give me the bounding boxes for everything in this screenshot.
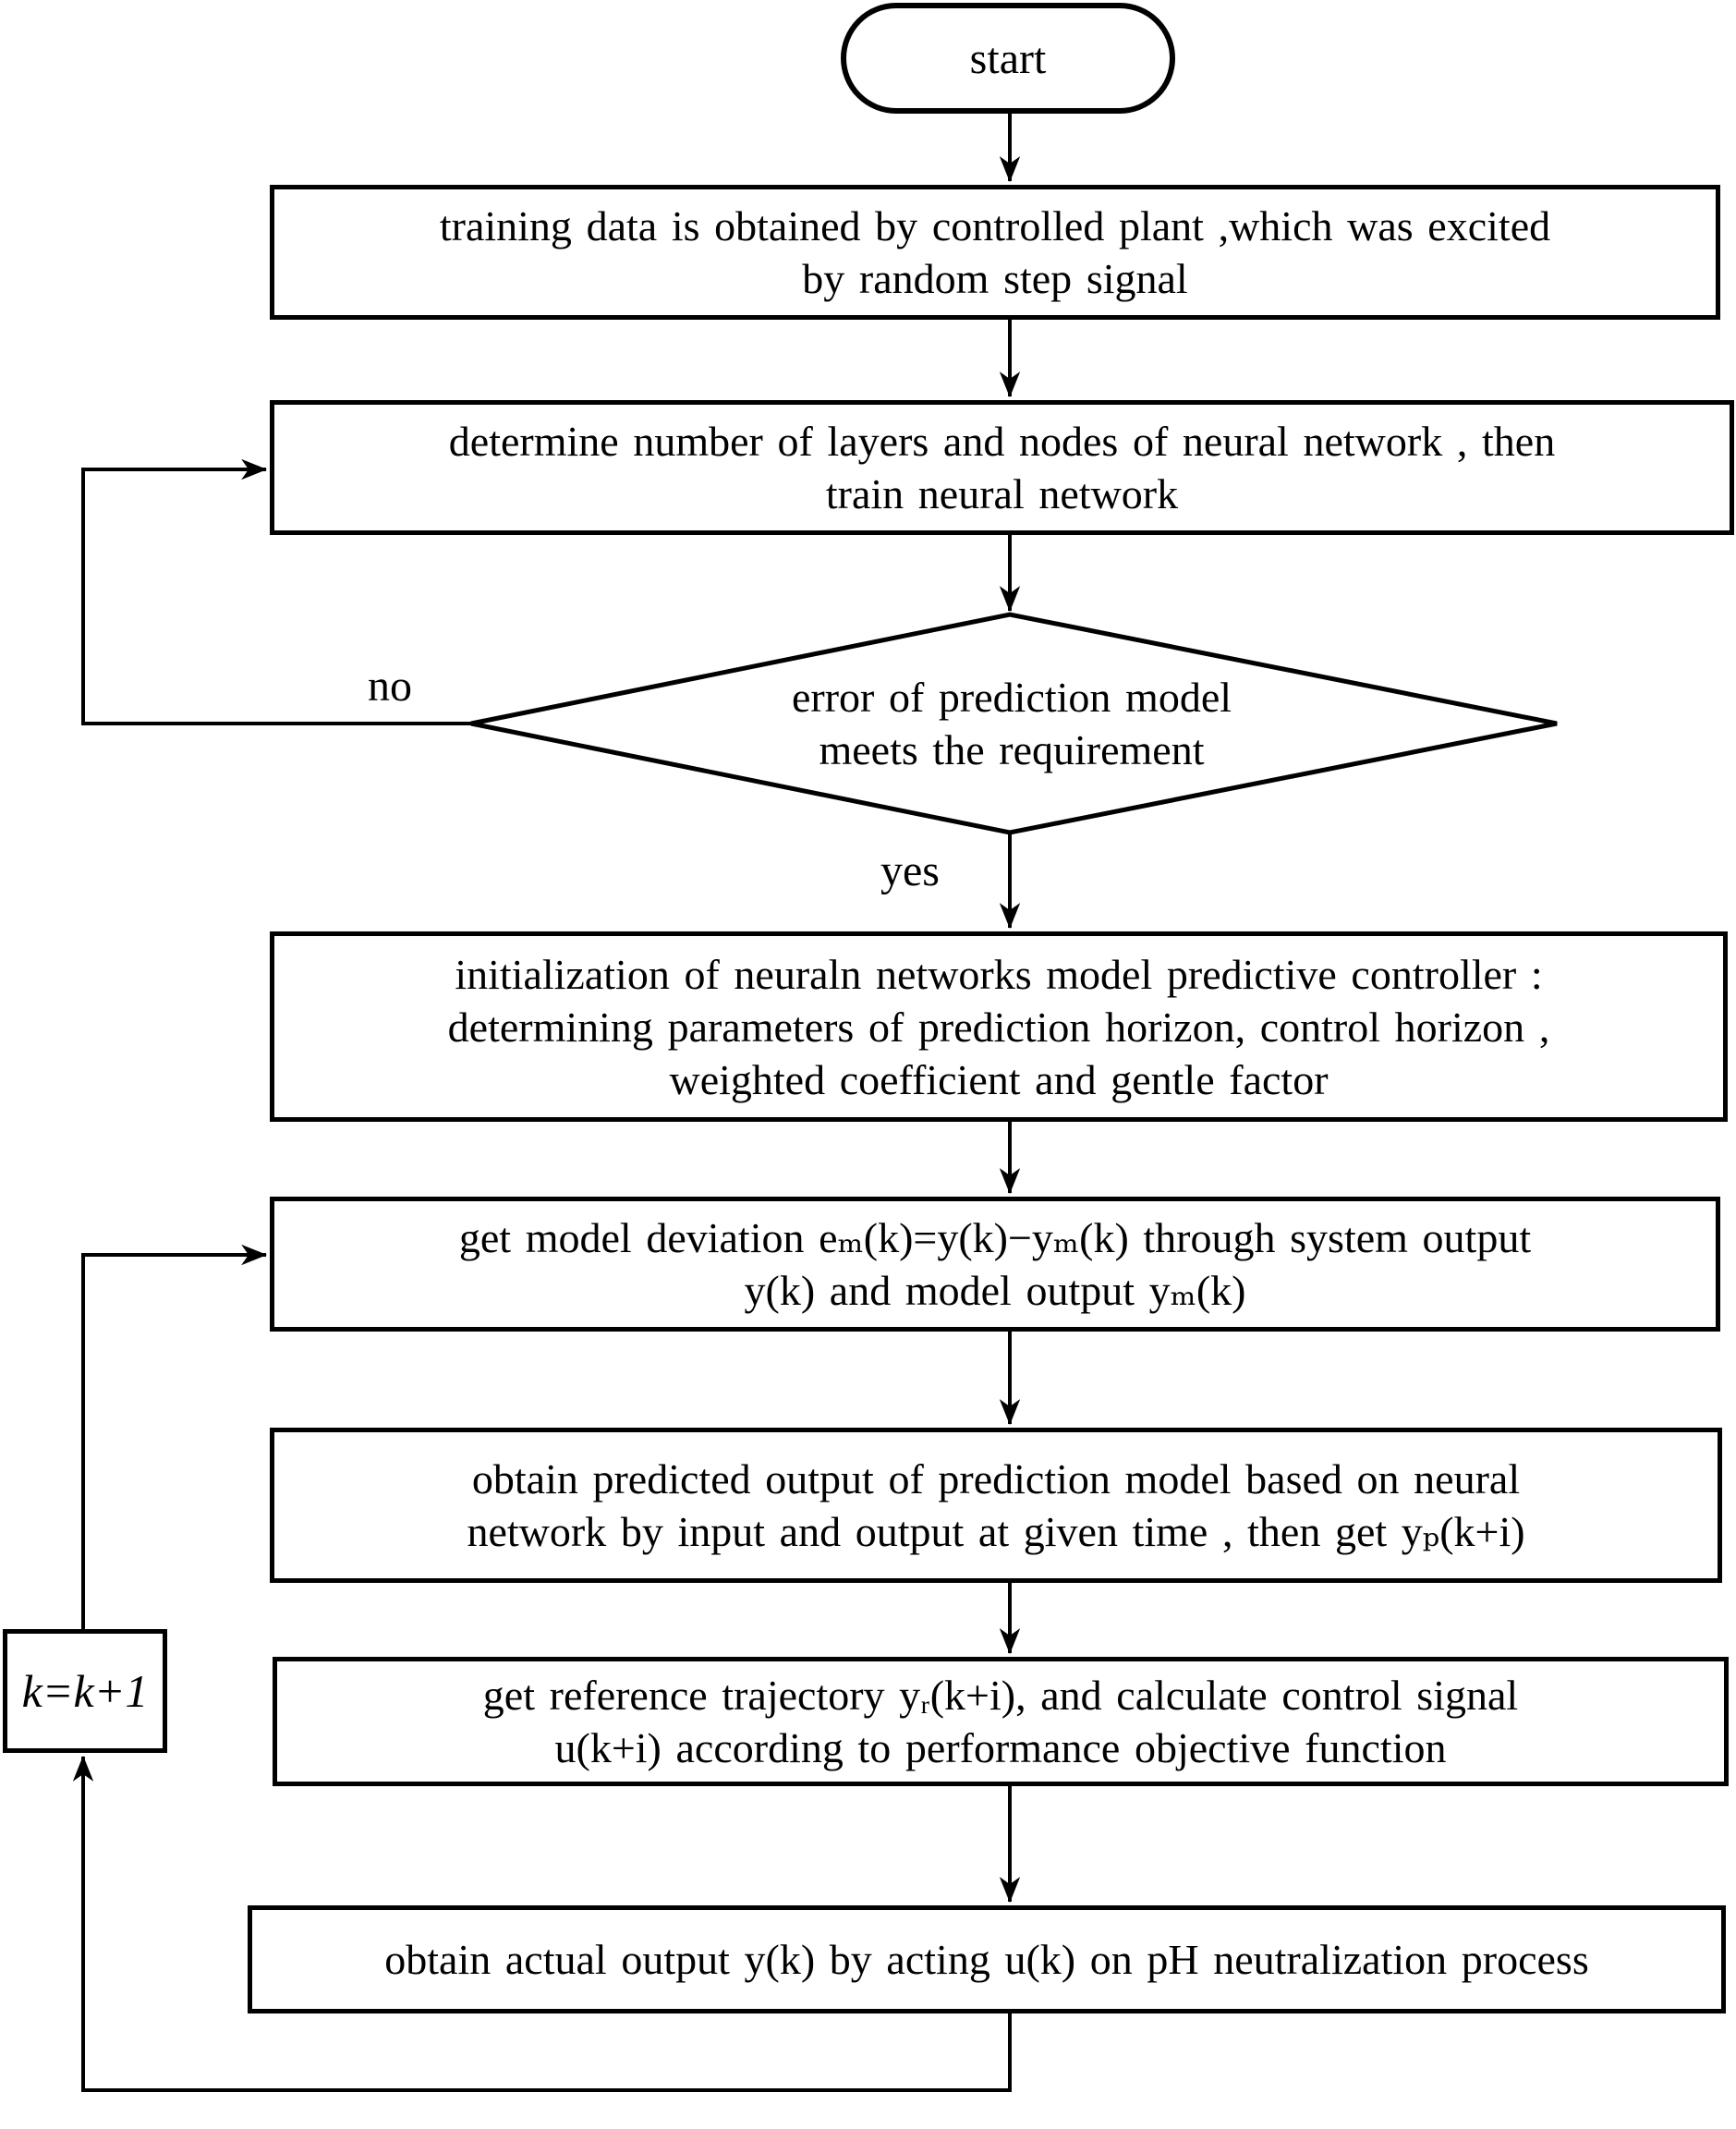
node-text-line: k=k+1 [21,1664,149,1717]
node-text-line: obtain actual output y(k) by acting u(k)… [384,1936,1589,1983]
node-text-line: u(k+i) according to performance objectiv… [554,1724,1447,1771]
edge-k-increment-to-deviation [81,1244,268,1629]
node-initialization: initialization of neuraln networks model… [270,931,1728,1122]
node-text-line: training data is obtained by controlled … [439,202,1551,249]
node-text-line: network by input and output at given tim… [467,1508,1525,1555]
node-k-increment: k=k+1 [3,1629,167,1753]
node-train-network: determine number of layers and nodes of … [270,400,1734,535]
node-text-line: get model deviation eₘ(k)=y(k)−yₘ(k) thr… [458,1214,1532,1261]
node-text-line: train neural network [825,470,1179,517]
node-text-line: by random step signal [802,255,1188,302]
node-start-label: start [969,33,1047,83]
node-training-data: training data is obtained by controlled … [270,185,1720,320]
node-text-line: determining parameters of prediction hor… [447,1003,1550,1051]
node-text-line: get reference trajectory yᵣ(k+i), and ca… [482,1672,1519,1719]
node-model-deviation: get model deviation eₘ(k)=y(k)−yₘ(k) thr… [270,1197,1720,1332]
node-text-line: initialization of neuraln networks model… [455,950,1543,998]
node-reference-trajectory: get reference trajectory yᵣ(k+i), and ca… [273,1657,1729,1786]
edge-label-yes: yes [880,846,940,895]
edge-decision-no-to-train-network [81,458,471,725]
node-text-line: obtain predicted output of prediction mo… [471,1455,1521,1502]
node-text-line: error of prediction model [791,674,1232,721]
node-text-line: determine number of layers and nodes of … [448,418,1556,465]
node-start: start [841,3,1175,114]
node-decision-error: error of prediction model meets the requ… [596,671,1427,776]
node-text-line: y(k) and model output yₘ(k) [744,1267,1246,1314]
node-text-line: weighted coefficient and gentle factor [669,1055,1329,1103]
node-text-line: meets the requirement [819,726,1205,773]
edge-actual-to-k-increment [72,1755,1012,2092]
node-predicted-output: obtain predicted output of prediction mo… [270,1428,1722,1583]
node-decision-error-shape [470,612,1558,835]
node-actual-output: obtain actual output y(k) by acting u(k)… [248,1905,1726,2013]
edge-label-no: no [368,662,412,711]
